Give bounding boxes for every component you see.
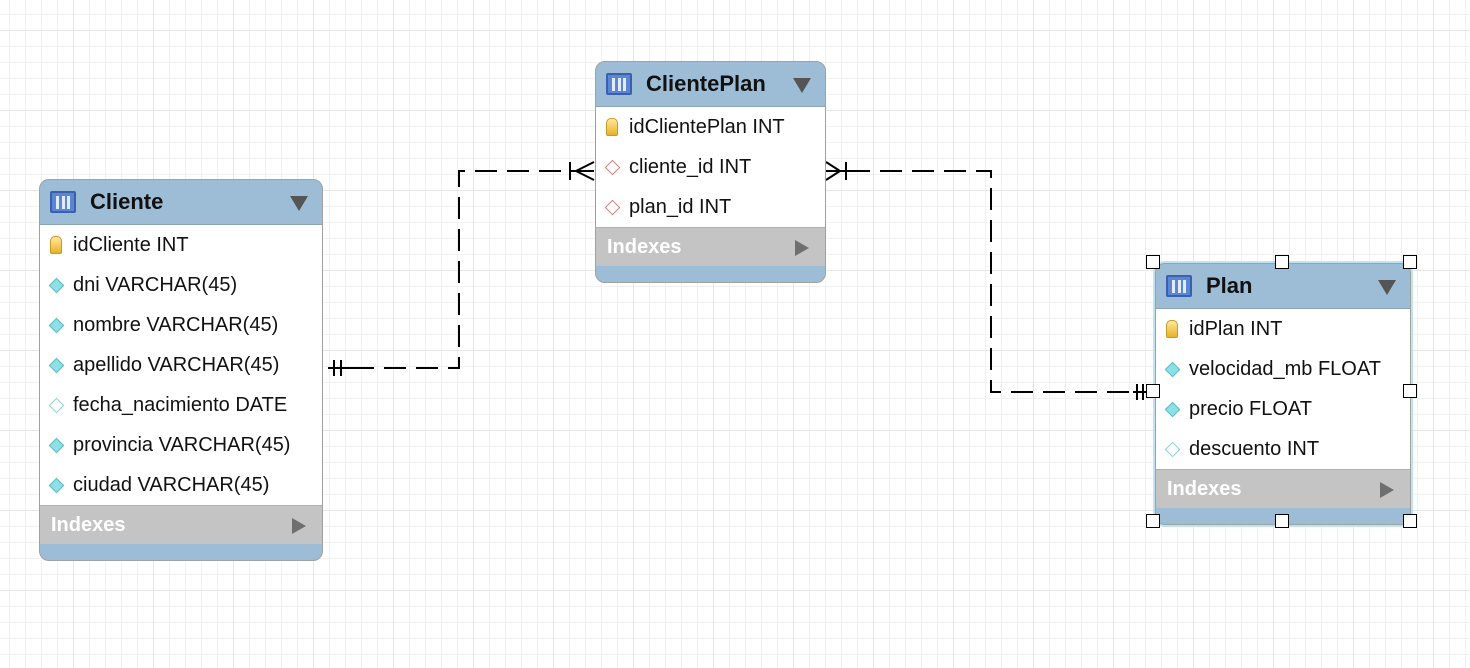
column-row[interactable]: cliente_id INT [596,147,825,187]
column-label: fecha_nacimiento DATE [73,393,288,416]
resize-handle-bottom-right[interactable] [1403,514,1417,528]
column-row[interactable]: descuento INT [1156,429,1410,469]
indexes-section[interactable]: Indexes [1156,469,1410,508]
collapse-triangle-icon[interactable] [1378,280,1396,295]
table-clienteplan[interactable]: ClientePlan idClientePlan INT cliente_id… [595,61,826,283]
column-label: dni VARCHAR(45) [73,273,238,296]
resize-handle-bottom-left[interactable] [1146,514,1160,528]
foreign-key-icon [605,160,619,174]
attribute-icon [49,478,63,492]
primary-key-icon [49,238,63,252]
column-row[interactable]: idClientePlan INT [596,107,825,147]
table-footer [40,544,322,560]
column-label: nombre VARCHAR(45) [73,313,279,336]
relationship-line-cliente-clienteplan[interactable] [352,170,570,369]
column-row[interactable]: precio FLOAT [1156,389,1410,429]
one-or-many-marker-clienteplan-right [825,161,848,181]
table-name: Plan [1206,273,1253,298]
expand-triangle-icon[interactable] [1380,482,1394,498]
table-icon [50,191,76,213]
column-row[interactable]: nombre VARCHAR(45) [40,305,322,345]
column-row[interactable]: plan_id INT [596,187,825,227]
column-row[interactable]: ciudad VARCHAR(45) [40,465,322,505]
nullable-attribute-icon [49,398,63,412]
expand-triangle-icon[interactable] [795,240,809,256]
resize-handle-bottom-center[interactable] [1275,514,1289,528]
column-list: idCliente INT dni VARCHAR(45) nombre VAR… [40,224,322,505]
one-or-many-marker-clienteplan-left [569,161,595,181]
one-only-marker-cliente [328,360,352,376]
column-list: idPlan INT velocidad_mb FLOAT precio FLO… [1156,308,1410,469]
table-footer [596,266,825,282]
collapse-triangle-icon[interactable] [793,78,811,93]
table-icon [606,73,632,95]
resize-handle-middle-right[interactable] [1403,384,1417,398]
attribute-icon [1165,402,1179,416]
table-header[interactable]: ClientePlan [596,62,825,106]
foreign-key-icon [605,200,619,214]
collapse-triangle-icon[interactable] [290,196,308,211]
table-name: Cliente [90,189,164,214]
relationship-line-plan-clienteplan[interactable] [848,170,1133,393]
column-row[interactable]: provincia VARCHAR(45) [40,425,322,465]
table-cliente[interactable]: Cliente idCliente INT dni VARCHAR(45) no… [39,179,323,561]
resize-handle-top-right[interactable] [1403,255,1417,269]
column-row[interactable]: velocidad_mb FLOAT [1156,349,1410,389]
column-label: cliente_id INT [629,155,752,178]
column-label: descuento INT [1189,437,1320,460]
column-label: velocidad_mb FLOAT [1189,357,1381,380]
column-label: idPlan INT [1189,317,1283,340]
primary-key-icon [1165,322,1179,336]
attribute-icon [1165,362,1179,376]
primary-key-icon [605,120,619,134]
column-row[interactable]: dni VARCHAR(45) [40,265,322,305]
attribute-icon [49,358,63,372]
nullable-attribute-icon [1165,442,1179,456]
column-label: plan_id INT [629,195,732,218]
indexes-section[interactable]: Indexes [596,227,825,266]
resize-handle-top-center[interactable] [1275,255,1289,269]
indexes-label: Indexes [607,235,682,258]
column-label: ciudad VARCHAR(45) [73,473,270,496]
indexes-section[interactable]: Indexes [40,505,322,544]
table-icon [1166,275,1192,297]
column-label: provincia VARCHAR(45) [73,433,291,456]
indexes-label: Indexes [1167,477,1242,500]
column-list: idClientePlan INT cliente_id INT plan_id… [596,106,825,227]
column-label: idCliente INT [73,233,189,256]
indexes-label: Indexes [51,513,126,536]
column-row[interactable]: fecha_nacimiento DATE [40,385,322,425]
column-row[interactable]: idCliente INT [40,225,322,265]
column-row[interactable]: idPlan INT [1156,309,1410,349]
column-label: idClientePlan INT [629,115,785,138]
expand-triangle-icon[interactable] [292,518,306,534]
table-name: ClientePlan [646,71,766,96]
table-header[interactable]: Plan [1156,264,1410,308]
attribute-icon [49,438,63,452]
attribute-icon [49,318,63,332]
column-row[interactable]: apellido VARCHAR(45) [40,345,322,385]
attribute-icon [49,278,63,292]
resize-handle-middle-left[interactable] [1146,384,1160,398]
table-header[interactable]: Cliente [40,180,322,224]
column-label: apellido VARCHAR(45) [73,353,280,376]
column-label: precio FLOAT [1189,397,1312,420]
resize-handle-top-left[interactable] [1146,255,1160,269]
table-plan[interactable]: Plan idPlan INT velocidad_mb FLOAT preci… [1155,263,1411,525]
